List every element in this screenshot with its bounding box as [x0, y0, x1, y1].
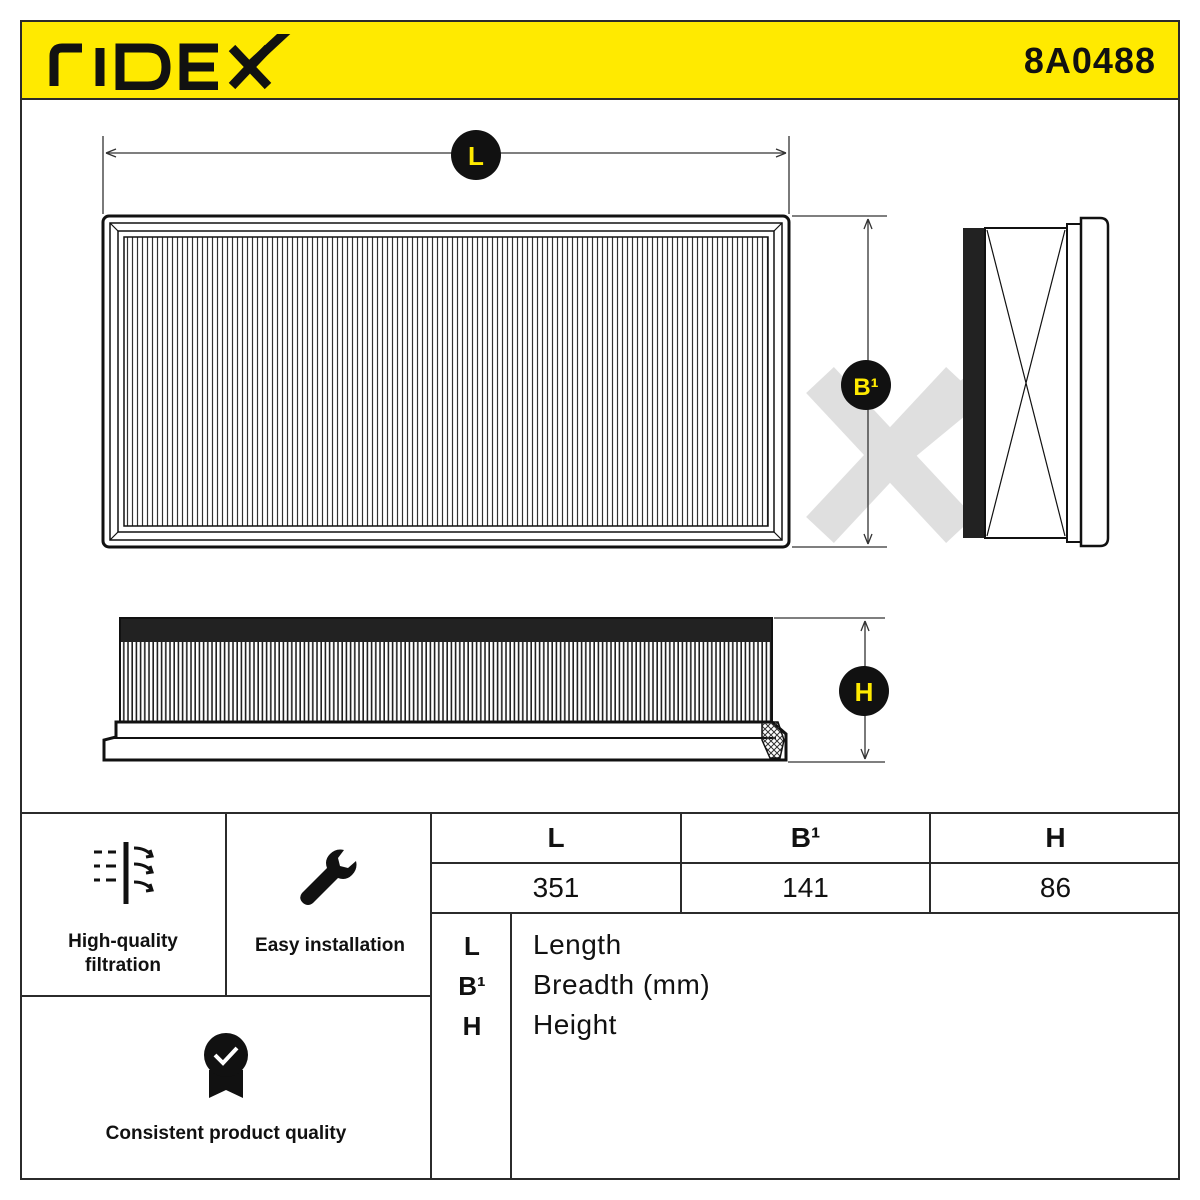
height-marker-label: H [855, 677, 874, 707]
length-marker-label: L [468, 141, 484, 171]
part-number: 8A0488 [1023, 40, 1156, 81]
filter-top-view [101, 214, 791, 549]
length-marker [451, 130, 501, 180]
legend-key-height: H [462, 1011, 482, 1041]
feature-filtration-label-line1: High-quality [68, 931, 178, 952]
brand-logo [48, 26, 298, 95]
breadth-marker-label: B¹ [853, 374, 878, 401]
feature-filtration-label: High-quality filtration [23, 930, 223, 978]
airflow-filter-icon [94, 842, 154, 904]
quality-badge-icon [204, 1033, 248, 1098]
length-dimension [102, 136, 790, 214]
table-value-breadth: 141 [782, 872, 829, 903]
legend-text-height: Height [533, 1009, 617, 1040]
table-value-length: 351 [532, 872, 580, 903]
legend-text-length: Length [533, 929, 622, 960]
feature-installation-label: Easy installation [255, 935, 405, 956]
table-header-height: H [1045, 822, 1066, 853]
table-value-height: 86 [1039, 872, 1072, 903]
table-header-breadth: B¹ [790, 822, 821, 853]
legend-key-length: L [464, 931, 480, 961]
filter-end-view [963, 216, 1110, 548]
feature-quality-label: Consistent product quality [105, 1123, 347, 1144]
filter-side-view [102, 617, 788, 762]
legend-divider [510, 912, 512, 1180]
wrench-icon [300, 849, 357, 905]
header-bar: 8A0488 [20, 20, 1180, 100]
legend-key-breadth: B¹ [458, 971, 486, 1001]
height-marker [839, 666, 889, 716]
table-header-divider [430, 862, 1180, 864]
filter-technical-drawing: L B¹ H [101, 130, 1110, 763]
table-col-divider-1 [680, 812, 682, 914]
table-values-divider [430, 912, 1180, 914]
table-header-length: L [547, 822, 565, 853]
feature-filtration-label-line2: filtration [85, 955, 161, 976]
table-divider-left [430, 812, 432, 1180]
feature-divider-horizontal [20, 995, 432, 997]
table-col-divider-2 [929, 812, 931, 914]
feature-divider-vertical [225, 812, 227, 997]
section-divider [20, 812, 1180, 814]
legend-text-breadth: Breadth (mm) [533, 969, 711, 1000]
breadth-marker [841, 360, 891, 410]
